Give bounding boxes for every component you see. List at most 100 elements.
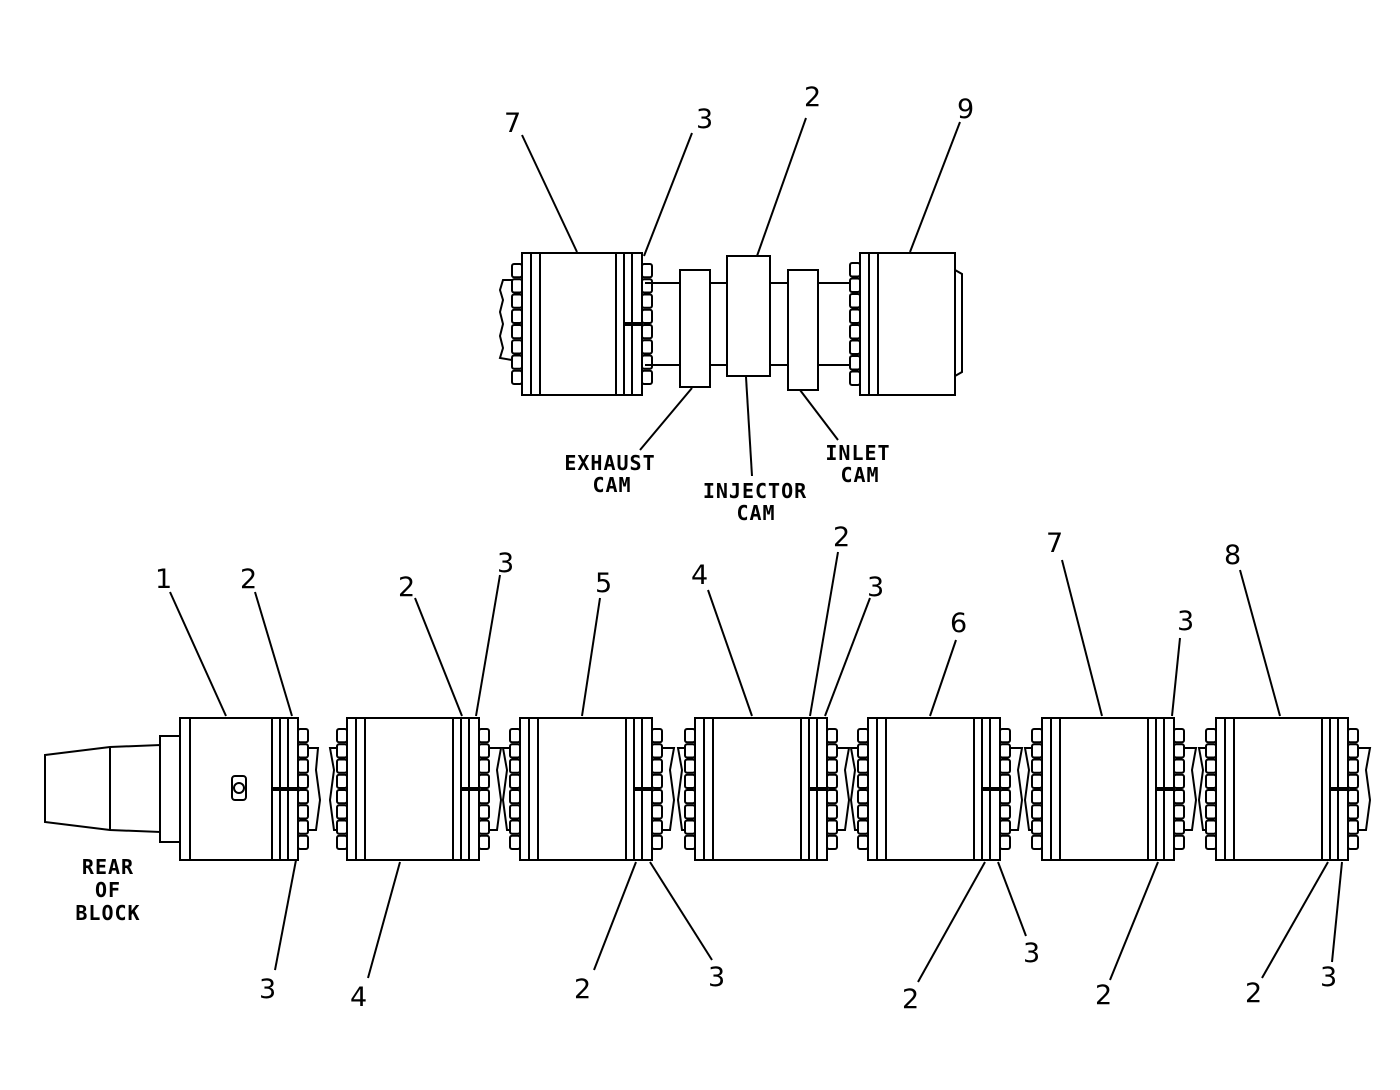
callout-4: 4 bbox=[691, 560, 708, 591]
bearing-body bbox=[539, 252, 617, 396]
bolt-tooth bbox=[509, 773, 521, 789]
callout-3: 3 bbox=[259, 974, 276, 1005]
bolt-tooth bbox=[1031, 758, 1043, 774]
bolt-tooth bbox=[1031, 789, 1043, 805]
bolt-tooth bbox=[1173, 789, 1185, 805]
bolt-tooth bbox=[509, 804, 521, 820]
bolt-tooth bbox=[1173, 728, 1185, 744]
callout-3: 3 bbox=[1320, 962, 1337, 993]
bolt-tooth bbox=[297, 773, 309, 789]
bolt-tooth bbox=[826, 819, 838, 835]
bolt-tooth bbox=[1031, 743, 1043, 759]
exhaust-cam-lobe bbox=[679, 269, 711, 388]
bolt-tooth bbox=[297, 758, 309, 774]
bolt-tooth bbox=[684, 789, 696, 805]
injector-cam-label-line1: INJECTOR bbox=[703, 479, 807, 503]
bolt-tooth bbox=[509, 834, 521, 850]
bolt-tooth bbox=[826, 789, 838, 805]
callout-3: 3 bbox=[1023, 938, 1040, 969]
bolt-tooth bbox=[641, 339, 653, 355]
exhaust-cam-label-line1: EXHAUST bbox=[564, 451, 655, 475]
callout-6: 6 bbox=[950, 608, 967, 639]
callout-top-2: 2 bbox=[804, 82, 821, 113]
bolt-tooth bbox=[1347, 743, 1359, 759]
bolt-tooth bbox=[651, 804, 663, 820]
bolt-tooth bbox=[857, 758, 869, 774]
bolt-tooth bbox=[849, 262, 861, 278]
bolt-tooth bbox=[849, 370, 861, 386]
bolt-tooth bbox=[684, 743, 696, 759]
bolt-tooth bbox=[478, 804, 490, 820]
bolt-tooth bbox=[1205, 819, 1217, 835]
callout-3: 3 bbox=[708, 962, 725, 993]
bolt-tooth bbox=[651, 819, 663, 835]
bolt-tooth bbox=[641, 308, 653, 324]
bolt-tooth bbox=[336, 758, 348, 774]
bolt-tooth bbox=[1173, 804, 1185, 820]
bolt-tooth bbox=[1205, 743, 1217, 759]
bolt-tooth bbox=[1347, 728, 1359, 744]
bolt-tooth bbox=[999, 804, 1011, 820]
bolt-tooth bbox=[336, 773, 348, 789]
bolt-tooth bbox=[641, 324, 653, 340]
callout-2: 2 bbox=[1095, 980, 1112, 1011]
bolt-tooth bbox=[651, 834, 663, 850]
bolt-tooth bbox=[1173, 758, 1185, 774]
bearing-body bbox=[364, 717, 454, 861]
bolt-tooth bbox=[849, 293, 861, 309]
bolt-tooth bbox=[336, 834, 348, 850]
bolt-tooth bbox=[1173, 773, 1185, 789]
callout-4: 4 bbox=[350, 982, 367, 1013]
bolt-tooth bbox=[478, 728, 490, 744]
bolt-tooth bbox=[651, 789, 663, 805]
bolt-tooth bbox=[1347, 834, 1359, 850]
bottom-camshaft-section bbox=[44, 717, 1372, 861]
bolt-tooth bbox=[857, 773, 869, 789]
callout-3: 3 bbox=[497, 548, 514, 579]
bolt-tooth bbox=[511, 369, 523, 385]
bolt-tooth bbox=[336, 743, 348, 759]
bearing-body bbox=[885, 717, 975, 861]
bolt-tooth bbox=[509, 743, 521, 759]
bolt-tooth bbox=[1205, 728, 1217, 744]
bearing-body bbox=[1233, 717, 1323, 861]
bolt-tooth bbox=[641, 278, 653, 294]
bolt-tooth bbox=[297, 804, 309, 820]
bolt-tooth bbox=[999, 773, 1011, 789]
bolt-tooth bbox=[684, 819, 696, 835]
exhaust-cam-label-line2: CAM bbox=[592, 473, 631, 497]
bolt-tooth bbox=[509, 728, 521, 744]
bolt-tooth bbox=[478, 773, 490, 789]
rear-of-block-line3: BLOCK bbox=[75, 901, 140, 925]
callout-2: 2 bbox=[240, 564, 257, 595]
rear-of-block-line2: OF bbox=[95, 878, 121, 902]
bolt-tooth bbox=[297, 819, 309, 835]
bolt-tooth bbox=[999, 834, 1011, 850]
bolt-tooth bbox=[336, 804, 348, 820]
callout-top-7: 7 bbox=[504, 108, 521, 139]
bolt-tooth bbox=[1031, 834, 1043, 850]
bolt-tooth bbox=[999, 789, 1011, 805]
bolt-tooth bbox=[641, 293, 653, 309]
bolt-tooth bbox=[511, 308, 523, 324]
inlet-cam-label-line2: CAM bbox=[840, 463, 879, 487]
bolt-tooth bbox=[849, 308, 861, 324]
bolt-tooth bbox=[509, 758, 521, 774]
callout-3: 3 bbox=[1177, 606, 1194, 637]
bearing-cap bbox=[625, 717, 653, 861]
callout-top-3: 3 bbox=[696, 104, 713, 135]
bearing-body bbox=[537, 717, 627, 861]
callout-2: 2 bbox=[833, 522, 850, 553]
bolt-tooth bbox=[641, 263, 653, 279]
bolt-tooth bbox=[511, 339, 523, 355]
leader-lines bbox=[169, 117, 1343, 983]
bottom-bearing-row bbox=[271, 717, 1372, 861]
top-camshaft-section bbox=[498, 252, 963, 396]
callout-2: 2 bbox=[398, 572, 415, 603]
injector-cam-label-line2: CAM bbox=[736, 501, 775, 525]
bolt-tooth bbox=[1205, 804, 1217, 820]
callout-1: 1 bbox=[155, 564, 172, 595]
bolt-tooth bbox=[1031, 773, 1043, 789]
callout-7: 7 bbox=[1046, 528, 1063, 559]
bolt-tooth bbox=[511, 263, 523, 279]
